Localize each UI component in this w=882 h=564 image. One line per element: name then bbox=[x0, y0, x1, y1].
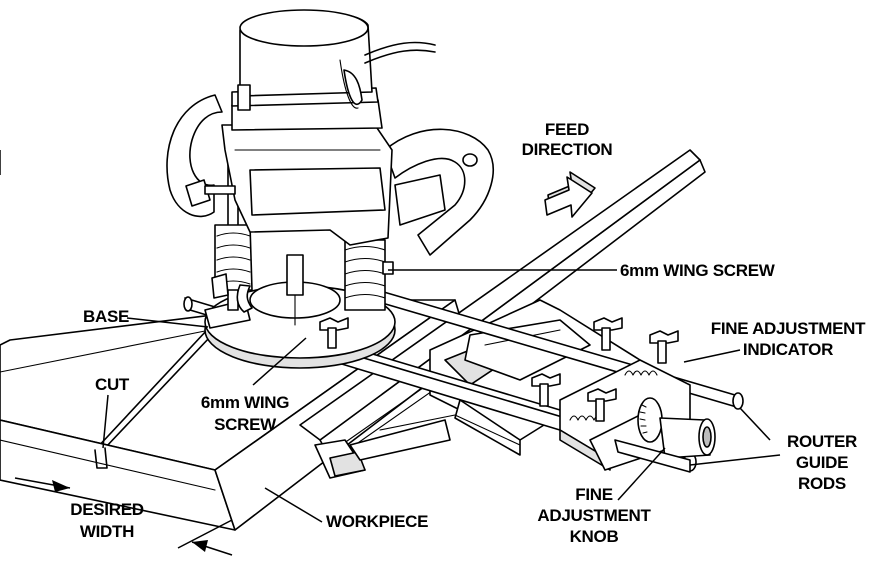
label-feed-line1: FEED bbox=[545, 120, 589, 139]
label-wing-screw-lower-line1: 6mm WING bbox=[201, 393, 289, 412]
wing-screws-block bbox=[531, 317, 679, 422]
label-router-guide-rods-line1: ROUTER bbox=[787, 432, 857, 451]
label-cut: CUT bbox=[95, 375, 130, 394]
label-feed-line2: DIRECTION bbox=[522, 140, 613, 159]
wing-screw-b-icon bbox=[649, 330, 679, 364]
leader-lines bbox=[0, 150, 781, 523]
wing-screw-base-icon bbox=[319, 317, 349, 349]
label-router-guide-rods-line2: GUIDE bbox=[796, 453, 848, 472]
label-fine-adjustment-indicator-line2: INDICATOR bbox=[743, 340, 833, 359]
label-router-guide-rods-line3: RODS bbox=[798, 474, 846, 493]
label-base: BASE bbox=[83, 307, 129, 326]
wing-screw-a-icon bbox=[593, 317, 623, 351]
wing-screw-c-icon bbox=[531, 373, 561, 407]
label-fine-adjustment-knob-line2: ADJUSTMENT bbox=[537, 506, 651, 525]
label-wing-screw-lower-line2: SCREW bbox=[214, 415, 277, 434]
wing-screw-d-icon bbox=[587, 388, 617, 422]
label-desired-width-line2: WIDTH bbox=[80, 522, 134, 541]
router bbox=[166, 9, 494, 369]
fine-adjustment-block bbox=[559, 359, 716, 473]
label-fine-adjustment-indicator-line1: FINE ADJUSTMENT bbox=[711, 319, 866, 338]
label-desired-width-line1: DESIRED bbox=[70, 500, 143, 519]
label-wing-screw-upper: 6mm WING SCREW bbox=[620, 261, 776, 280]
desired-width-dimension bbox=[14, 477, 233, 556]
feed-direction-arrow-icon bbox=[544, 171, 596, 218]
label-fine-adjustment-knob-line1: FINE bbox=[575, 485, 613, 504]
label-workpiece: WORKPIECE bbox=[326, 512, 428, 531]
label-fine-adjustment-knob-line3: KNOB bbox=[570, 527, 619, 546]
